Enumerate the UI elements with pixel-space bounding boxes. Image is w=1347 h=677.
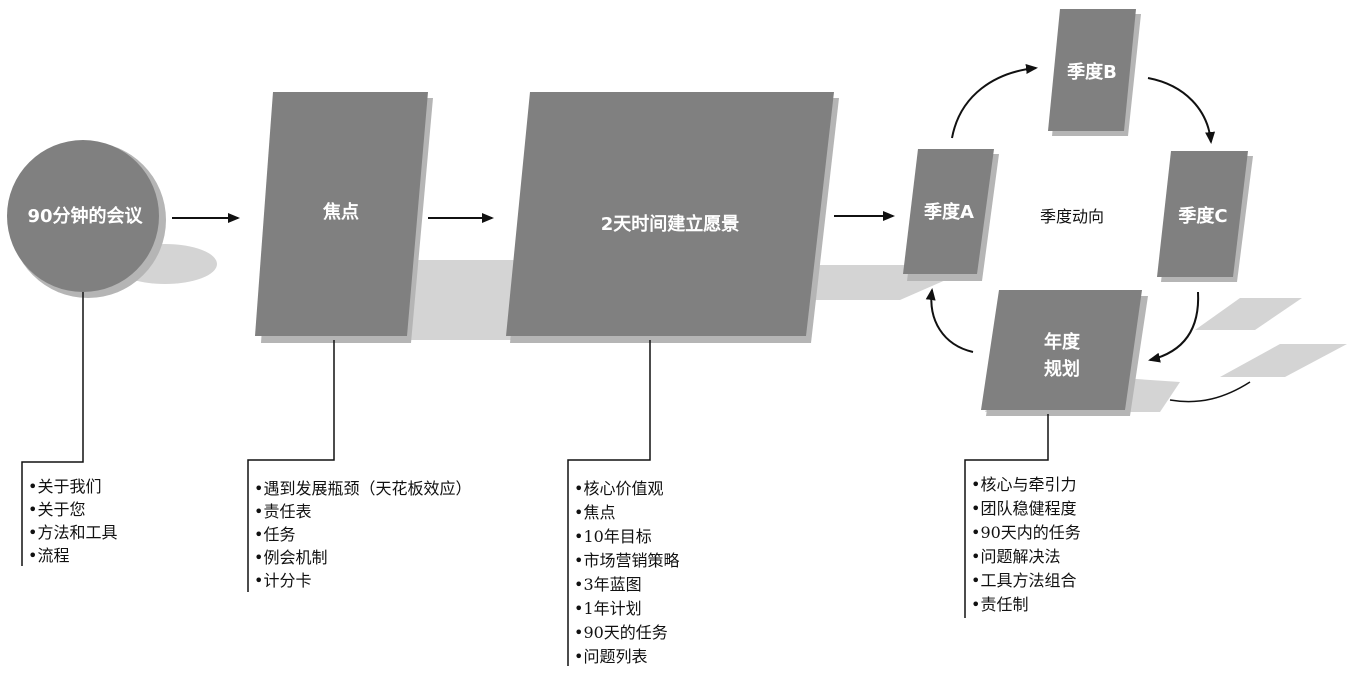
quarter-c-node: 季度C (1157, 151, 1302, 330)
list-item: •90天的任务 (574, 623, 668, 642)
list-item: •责任制 (971, 595, 1028, 614)
annual-label-line1: 年度 (1044, 331, 1081, 353)
arrow-quarter-c-to-annual (1148, 291, 1200, 363)
list-item: •10年目标 (574, 527, 652, 546)
quarter-c-label: 季度C (1178, 205, 1227, 227)
list-item: •责任表 (254, 502, 311, 521)
list-item: •遇到发展瓶颈（天花板效应） (254, 479, 471, 498)
quarter-b-node: 季度B (1048, 9, 1141, 136)
annual-shadow-b (1220, 344, 1347, 377)
quarter-a-panel (903, 149, 994, 274)
decorative-swoosh (1169, 381, 1251, 403)
list-item: •焦点 (574, 503, 615, 522)
connector-meeting-list (21, 292, 84, 566)
arrow-quarter-b-to-c (1147, 77, 1216, 144)
annual-node: 年度 规划 (981, 290, 1347, 416)
list-item: •团队稳健程度 (971, 499, 1076, 518)
meeting-circle (7, 140, 159, 292)
list-item: •工具方法组合 (971, 571, 1076, 590)
list-item: •计分卡 (254, 571, 311, 590)
focus-label: 焦点 (322, 201, 359, 223)
quarter-a-label: 季度A (924, 201, 974, 223)
list-item: •核心价值观 (574, 479, 663, 498)
vision-list: •核心价值观 •焦点 •10年目标 •市场营销策略 •3年蓝图 •1年计划 •9… (574, 479, 679, 666)
list-item: •例会机制 (254, 548, 327, 567)
cycle-center-label: 季度动向 (1040, 207, 1104, 226)
list-item: •关于我们 (28, 477, 101, 496)
quarter-b-panel (1048, 9, 1136, 131)
meeting-list: •关于我们 •关于您 •方法和工具 •流程 (28, 477, 117, 565)
list-item: •核心与牵引力 (971, 475, 1076, 494)
quarter-a-node: 季度A (903, 149, 999, 281)
connector-vision-list (567, 340, 651, 666)
list-item: •任务 (254, 525, 295, 544)
list-item: •流程 (28, 546, 69, 565)
connector-annual-list (964, 414, 1049, 618)
annual-label-line2: 规划 (1044, 358, 1080, 380)
list-item: •问题列表 (574, 647, 647, 666)
list-item: •问题解决法 (971, 547, 1060, 566)
quarter-c-panel (1157, 151, 1248, 277)
list-item: •方法和工具 (28, 523, 117, 542)
vision-panel (506, 92, 834, 336)
arrow-annual-to-quarter-a (925, 288, 974, 353)
annual-list: •核心与牵引力 •团队稳健程度 •90天内的任务 •问题解决法 •工具方法组合 … (971, 475, 1081, 614)
list-item: •市场营销策略 (574, 551, 679, 570)
quarter-b-label: 季度B (1067, 61, 1117, 83)
focus-panel (255, 92, 428, 336)
focus-node: 焦点 (255, 92, 700, 343)
list-item: •1年计划 (574, 599, 642, 618)
list-item: •3年蓝图 (574, 575, 642, 594)
quarter-c-shadow (1195, 298, 1302, 330)
meeting-node: 90分钟的会议 (7, 140, 217, 298)
list-item: •关于您 (28, 500, 85, 519)
focus-list: •遇到发展瓶颈（天花板效应） •责任表 •任务 •例会机制 •计分卡 (254, 479, 471, 590)
vision-node: 2天时间建立愿景 (506, 92, 980, 343)
meeting-label: 90分钟的会议 (27, 205, 143, 227)
arrow-quarter-a-to-b (951, 63, 1038, 139)
list-item: •90天内的任务 (971, 523, 1081, 542)
connector-focus-list (247, 340, 335, 592)
annual-panel (981, 290, 1142, 410)
vision-label: 2天时间建立愿景 (601, 213, 740, 235)
